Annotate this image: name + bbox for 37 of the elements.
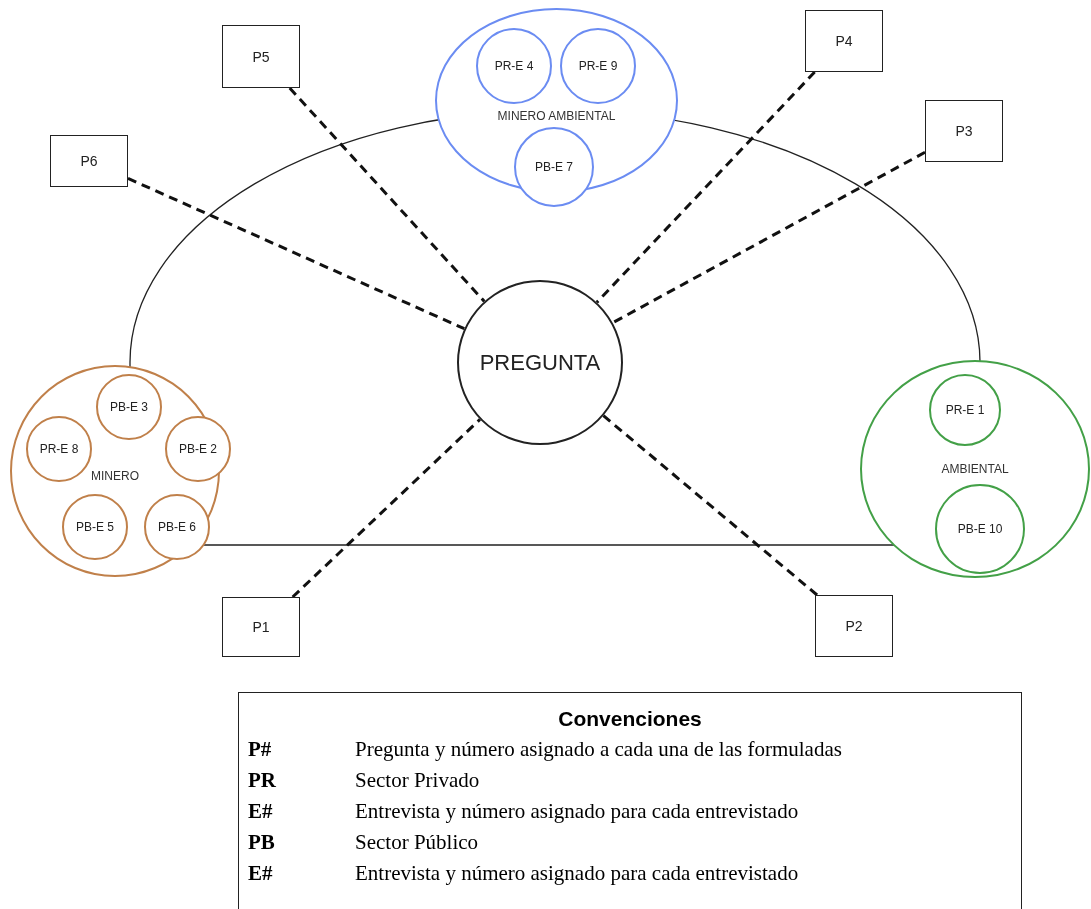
dashed-line (127, 177, 465, 331)
interview-circle: PR-E 8 (26, 416, 92, 482)
question-box: P3 (925, 100, 1003, 162)
interview-circle: PR-E 1 (929, 374, 1001, 446)
interview-circle: PR-E 9 (560, 28, 636, 104)
interview-circle: PB-E 3 (96, 374, 162, 440)
legend-title: Convenciones (557, 707, 703, 731)
legend-description: Entrevista y número asignado para cada entrevistado (355, 799, 799, 824)
legend-code: PB (248, 830, 275, 855)
central-ellipse: PREGUNTA (457, 280, 623, 445)
interview-circle: PR-E 4 (476, 28, 552, 104)
group-label: AMBIENTAL (940, 462, 1010, 476)
dashed-line (602, 414, 819, 597)
group-label: MINERO (90, 469, 140, 483)
legend-description: Sector Público (355, 830, 479, 855)
question-box: P4 (805, 10, 883, 72)
legend-code: E# (248, 799, 273, 824)
question-box: P1 (222, 597, 300, 657)
question-box: P5 (222, 25, 300, 88)
question-box: P6 (50, 135, 128, 187)
interview-circle: PB-E 5 (62, 494, 128, 560)
legend-code: E# (248, 861, 273, 886)
legend-code: PR (248, 768, 276, 793)
dashed-line (595, 70, 816, 304)
interview-circle: PB-E 6 (144, 494, 210, 560)
legend-code: P# (248, 737, 272, 762)
legend-description: Pregunta y número asignado a cada una de las formuladas (355, 737, 842, 762)
interview-circle: PB-E 2 (165, 416, 231, 482)
interview-circle: PB-E 7 (514, 127, 594, 207)
question-box: P2 (815, 595, 893, 657)
legend-description: Entrevista y número asignado para cada entrevistado (355, 861, 799, 886)
dashed-line (291, 418, 481, 599)
dashed-line (612, 150, 926, 325)
group-label: MINERO AMBIENTAL (496, 109, 617, 123)
legend-description: Sector Privado (355, 768, 480, 793)
interview-circle: PB-E 10 (935, 484, 1025, 574)
dashed-line (288, 87, 486, 303)
